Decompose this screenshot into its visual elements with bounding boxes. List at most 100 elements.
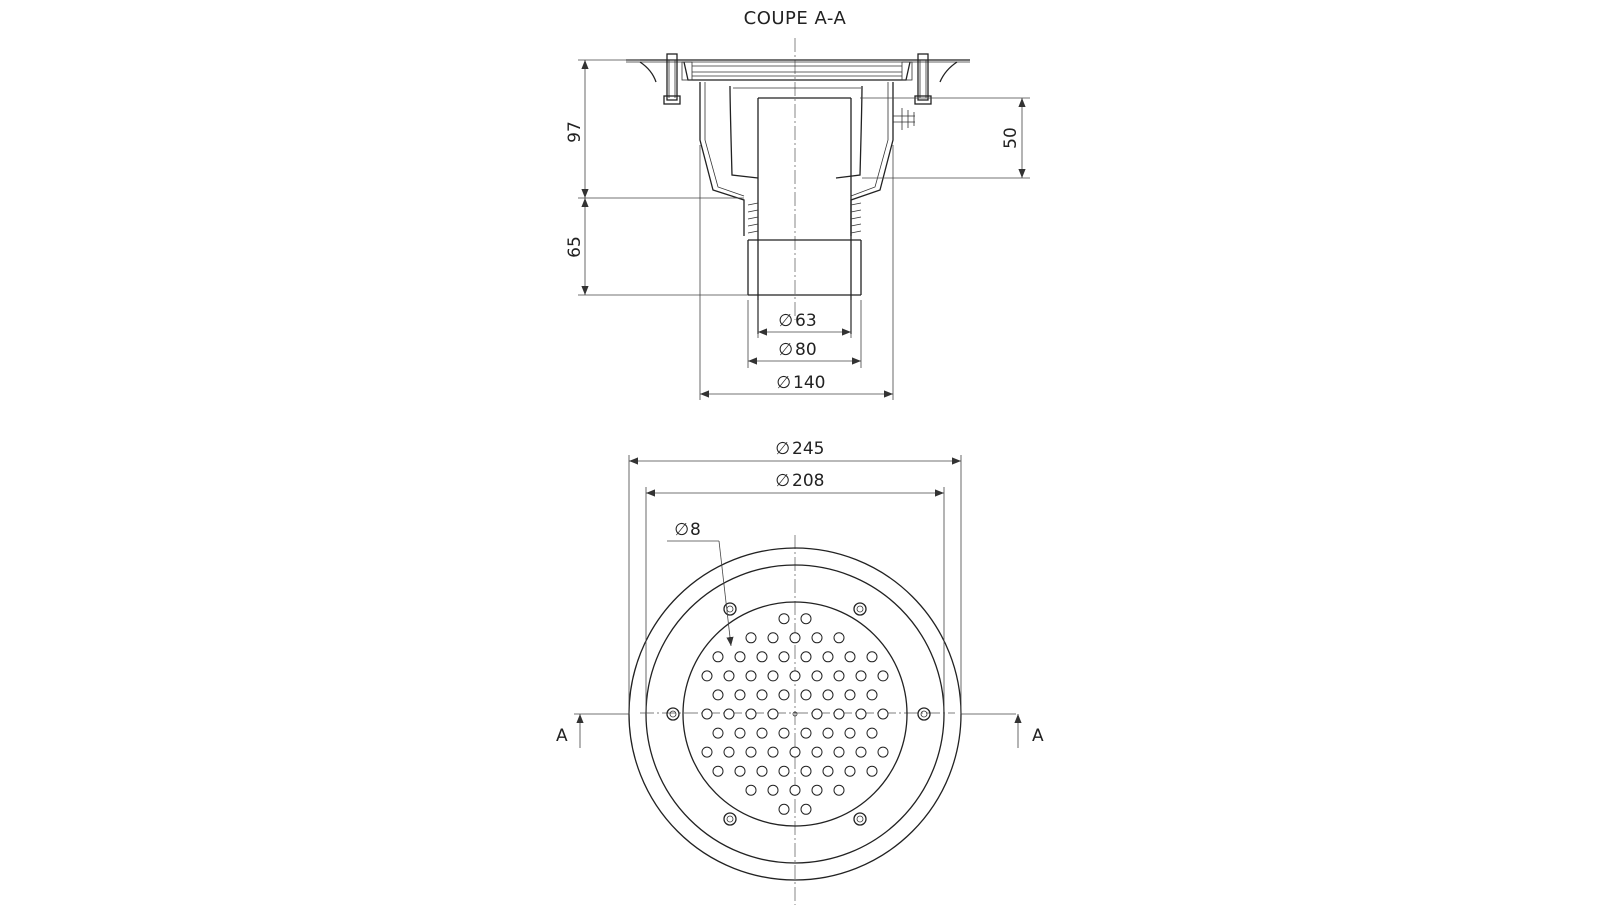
perforation-hole bbox=[745, 632, 757, 644]
perforation-hole bbox=[767, 670, 779, 682]
perforation-hole bbox=[712, 765, 724, 777]
bolt-right bbox=[914, 53, 932, 105]
perforation-hole bbox=[734, 765, 746, 777]
perforation-hole bbox=[745, 784, 757, 796]
screw-holes bbox=[666, 602, 931, 826]
perforation-hole bbox=[778, 651, 790, 663]
perforation-hole bbox=[756, 651, 768, 663]
perforation-hole bbox=[734, 727, 746, 739]
perforation-hole bbox=[778, 803, 790, 815]
perforation-hole bbox=[723, 746, 735, 758]
section-title: COUPE A-A bbox=[744, 8, 847, 29]
perforation-hole bbox=[855, 708, 867, 720]
perforation-hole bbox=[745, 746, 757, 758]
perforation-hole bbox=[712, 727, 724, 739]
perforation-hole bbox=[767, 708, 779, 720]
perforation-hole bbox=[822, 689, 834, 701]
perforation-hole bbox=[844, 727, 856, 739]
section-view: 97 65 50 ∅ 63 ∅ 80 ∅ 140 bbox=[565, 38, 1030, 400]
flange bbox=[626, 59, 970, 83]
perforation-hole bbox=[811, 708, 823, 720]
perforation-hole bbox=[789, 670, 801, 682]
perforation-hole bbox=[833, 670, 845, 682]
perforation-hole bbox=[701, 708, 713, 720]
perforation-hole bbox=[701, 670, 713, 682]
cut-label-left: A bbox=[556, 726, 568, 746]
perforation-hole bbox=[767, 746, 779, 758]
perforation-hole bbox=[866, 689, 878, 701]
outlet-pipe bbox=[747, 97, 862, 334]
perforation-hole bbox=[844, 765, 856, 777]
perforation-hole bbox=[778, 765, 790, 777]
plan-view: ∅ 245 ∅ 208 ∅ 8 A A bbox=[556, 439, 1044, 905]
cut-label-right: A bbox=[1032, 726, 1044, 746]
perforation-hole bbox=[811, 670, 823, 682]
dim-80-label: 80 bbox=[795, 340, 817, 360]
perforation-hole bbox=[756, 765, 768, 777]
perforation-hole bbox=[833, 746, 845, 758]
drain-body bbox=[699, 82, 915, 236]
dim-140-symbol: ∅ bbox=[776, 373, 791, 393]
perforation-hole bbox=[800, 803, 812, 815]
perforation-hole bbox=[712, 651, 724, 663]
perforation-hole bbox=[767, 632, 779, 644]
perforation-hole bbox=[800, 613, 812, 625]
dim-140-label: 140 bbox=[793, 373, 825, 393]
dim-208-symbol: ∅ bbox=[775, 471, 790, 491]
dim-8-label: 8 bbox=[690, 520, 701, 540]
perforation-hole bbox=[734, 651, 746, 663]
perforation-hole bbox=[756, 727, 768, 739]
perforation-hole bbox=[833, 632, 845, 644]
grating-circle bbox=[682, 601, 908, 827]
perforation-hole bbox=[811, 746, 823, 758]
perforation-hole bbox=[866, 727, 878, 739]
perforation-hole bbox=[833, 708, 845, 720]
perforation-hole bbox=[855, 670, 867, 682]
dim-63-label: 63 bbox=[795, 311, 817, 331]
dim-245-label: 245 bbox=[792, 439, 824, 459]
perforation-hole bbox=[811, 784, 823, 796]
bolt-left bbox=[663, 53, 681, 105]
perforation-hole bbox=[811, 632, 823, 644]
perforation-hole bbox=[844, 689, 856, 701]
perforation-hole bbox=[800, 727, 812, 739]
perforation-hole bbox=[844, 651, 856, 663]
perforation-hole bbox=[822, 765, 834, 777]
dim-63-symbol: ∅ bbox=[778, 311, 793, 331]
dim-208-label: 208 bbox=[792, 471, 824, 491]
perforation-hole bbox=[877, 670, 889, 682]
perforation-hole bbox=[866, 765, 878, 777]
perforation-hole bbox=[712, 689, 724, 701]
perforation-hole bbox=[800, 651, 812, 663]
dim-80-symbol: ∅ bbox=[778, 340, 793, 360]
perforation-hole bbox=[723, 670, 735, 682]
dim-65-label: 65 bbox=[565, 236, 585, 258]
perforation-hole bbox=[778, 727, 790, 739]
perforation-hole bbox=[866, 651, 878, 663]
perforation-hole bbox=[745, 670, 757, 682]
perforation-hole bbox=[855, 746, 867, 758]
perforation-hole bbox=[734, 689, 746, 701]
hole-leader-line bbox=[718, 540, 734, 647]
grating-perforations bbox=[701, 613, 889, 815]
dim-50-label: 50 bbox=[1001, 127, 1021, 149]
perforation-hole bbox=[877, 746, 889, 758]
perforation-hole bbox=[789, 746, 801, 758]
perforation-hole bbox=[723, 708, 735, 720]
dim-8-symbol: ∅ bbox=[674, 520, 689, 540]
perforation-hole bbox=[756, 689, 768, 701]
perforation-hole bbox=[822, 727, 834, 739]
perforation-hole bbox=[822, 651, 834, 663]
perforation-hole bbox=[745, 708, 757, 720]
perforation-hole bbox=[800, 765, 812, 777]
dim-245-symbol: ∅ bbox=[775, 439, 790, 459]
perforation-hole bbox=[701, 746, 713, 758]
perforation-hole bbox=[833, 784, 845, 796]
perforation-hole bbox=[789, 784, 801, 796]
perforation-hole bbox=[800, 689, 812, 701]
perforation-hole bbox=[778, 613, 790, 625]
perforation-hole bbox=[778, 689, 790, 701]
perforation-hole bbox=[767, 784, 779, 796]
perforation-hole bbox=[789, 632, 801, 644]
